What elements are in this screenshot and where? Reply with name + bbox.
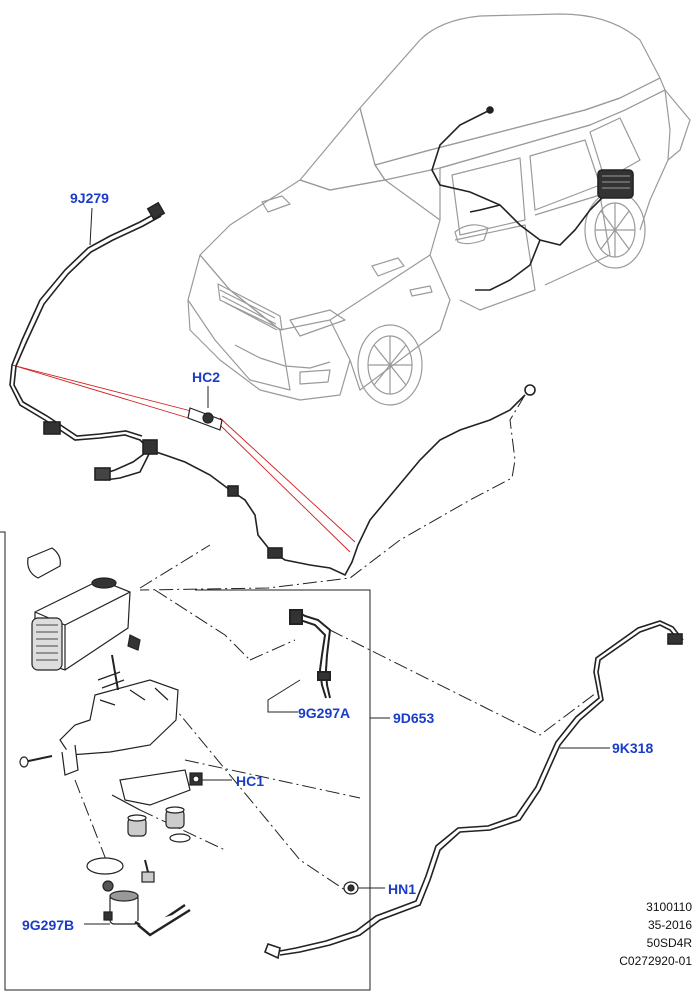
reference-line-3: 50SD4R	[646, 936, 692, 950]
leader-lines-hc2	[11, 364, 356, 553]
callout-9g297a: 9G297A	[298, 705, 351, 721]
hose-9g297a	[289, 609, 332, 699]
hose-9j279	[9, 201, 536, 577]
callout-leaders	[84, 207, 610, 925]
evap-canister-assembly	[19, 547, 191, 937]
reference-line-2: 35-2016	[647, 918, 692, 932]
hose-9k318	[263, 620, 684, 960]
reference-codes: 3100110 35-2016 50SD4R C0272920-01	[619, 898, 692, 970]
callout-hc1: HC1	[236, 773, 265, 789]
callout-9j279: 9J279	[70, 190, 109, 206]
clip-hc2	[187, 407, 223, 431]
callout-9k318: 9K318	[612, 740, 654, 756]
callout-hc2: HC2	[192, 369, 221, 385]
reference-line-4: C0272920-01	[619, 954, 692, 968]
callout-9g297b: 9G297B	[22, 917, 75, 933]
nut-hn1	[343, 881, 359, 895]
detail-inset	[0, 531, 371, 991]
callout-hn1: HN1	[388, 881, 417, 897]
clip-hc1	[189, 772, 203, 786]
callout-9d653: 9D653	[393, 710, 435, 726]
vehicle-illustration	[187, 13, 691, 406]
vehicle-harness	[431, 106, 634, 291]
dashdot-connectors	[74, 394, 601, 891]
reference-line-1: 3100110	[646, 900, 692, 914]
